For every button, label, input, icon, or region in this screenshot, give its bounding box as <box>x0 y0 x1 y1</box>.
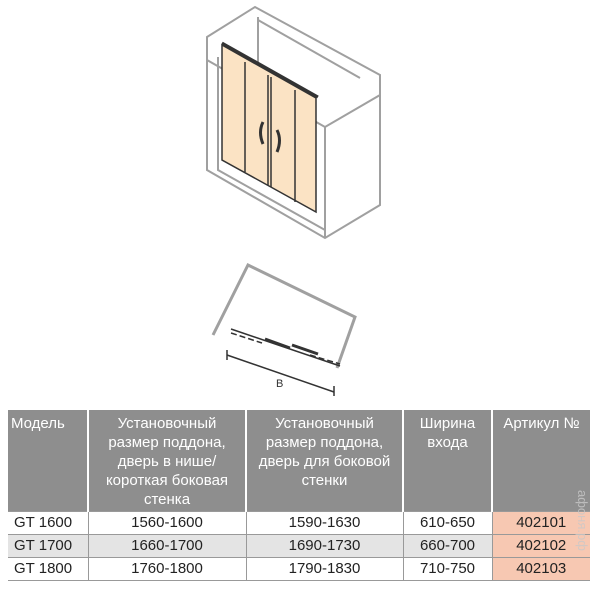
dimension-line <box>226 354 335 393</box>
model-cell: GT 1700 <box>8 534 89 558</box>
entry-width-cell: 660-700 <box>403 534 493 558</box>
entry-width-cell: 610-650 <box>403 511 493 535</box>
specs-table: Модель Установочный размер поддона, двер… <box>8 410 590 581</box>
bath-niche-3d <box>206 5 381 240</box>
plan-view <box>211 263 357 369</box>
dimension-label: B <box>276 378 283 390</box>
sliding-doors <box>221 41 319 214</box>
side-size-cell: 1690-1730 <box>246 534 404 558</box>
header-article: Артикул № <box>492 410 590 512</box>
header-niche-size: Установочный размер поддона, дверь в ниш… <box>88 410 247 512</box>
right-handle <box>275 129 281 153</box>
model-cell: GT 1600 <box>8 511 89 535</box>
table-row: GT 1600 1560-1600 1590-1630 610-650 4021… <box>8 511 590 535</box>
watermark: афоня.рф <box>575 490 590 551</box>
table-row: GT 1700 1660-1700 1690-1730 660-700 4021… <box>8 534 590 558</box>
article-cell: 402101 <box>492 511 590 535</box>
header-entry-width: Ширина входа <box>403 410 493 512</box>
model-cell: GT 1800 <box>8 557 89 581</box>
entry-width-cell: 710-750 <box>403 557 493 581</box>
article-cell: 402103 <box>492 557 590 581</box>
niche-size-cell: 1760-1800 <box>88 557 247 581</box>
side-size-cell: 1790-1830 <box>246 557 404 581</box>
plan-doors <box>226 328 341 396</box>
article-cell: 402102 <box>492 534 590 558</box>
shower-door-illustration: B <box>206 5 381 396</box>
niche-size-cell: 1660-1700 <box>88 534 247 558</box>
left-handle <box>259 121 265 145</box>
header-side-size: Установочный размер поддона, дверь для б… <box>246 410 404 512</box>
side-size-cell: 1590-1630 <box>246 511 404 535</box>
niche-size-cell: 1560-1600 <box>88 511 247 535</box>
header-model: Модель <box>8 410 89 512</box>
table-row: GT 1800 1760-1800 1790-1830 710-750 4021… <box>8 557 590 581</box>
